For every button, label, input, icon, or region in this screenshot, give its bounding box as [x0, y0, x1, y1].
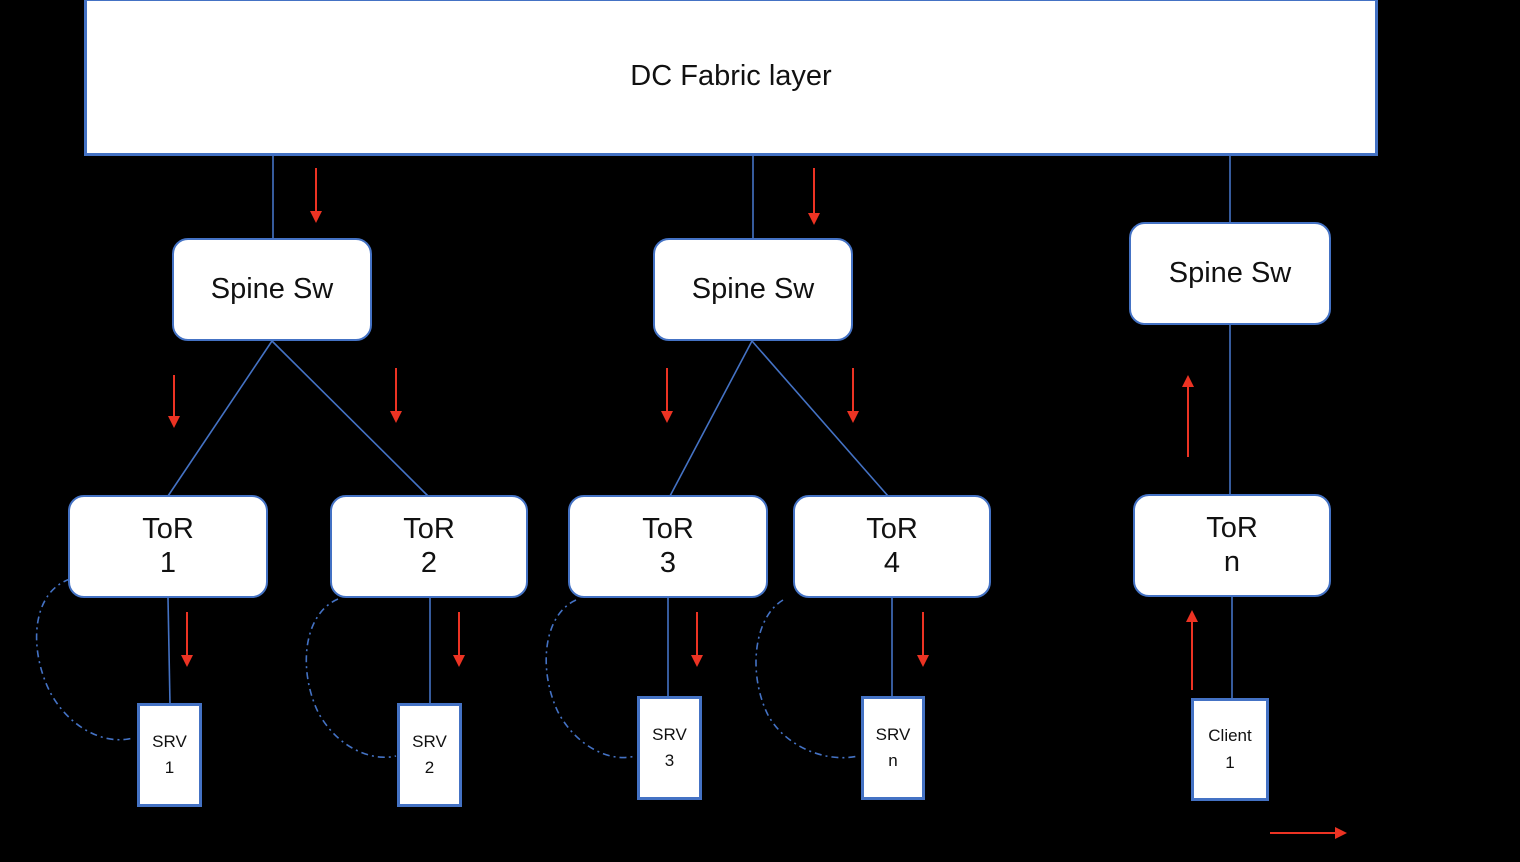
server-1-id: 1 — [164, 758, 175, 777]
dc-fabric-layer-label: DC Fabric layer — [630, 60, 832, 93]
spine-switch-1-label: Spine Sw — [210, 272, 334, 305]
server-3-id: 3 — [664, 751, 675, 770]
client-1-name: Client — [1208, 726, 1252, 746]
loopback-arc-tor3-srv3 — [545, 599, 636, 759]
server-n-name: SRV — [875, 724, 911, 744]
tor-switch-3: ToR 3 — [568, 495, 768, 598]
tor-switch-n-id: n — [1223, 545, 1241, 578]
tor-switch-1-name: ToR — [142, 513, 194, 546]
tor-switch-2: ToR 2 — [330, 495, 528, 598]
tor-switch-3-name: ToR — [642, 513, 694, 546]
spine-switch-3: Spine Sw — [1129, 222, 1331, 325]
link-tor1-srv1 — [167, 597, 171, 705]
server-1-name: SRV — [152, 731, 187, 751]
link-spine2-tor4 — [751, 340, 889, 497]
tor-switch-4: ToR 4 — [793, 495, 991, 598]
spine-switch-1: Spine Sw — [172, 238, 372, 341]
server-1: SRV 1 — [137, 703, 202, 807]
loopback-arc-tor1-srv1 — [35, 578, 134, 741]
server-2: SRV 2 — [397, 703, 462, 807]
server-2-id: 2 — [424, 758, 435, 777]
link-spine1-tor1 — [167, 340, 273, 497]
server-n: SRV n — [861, 696, 925, 800]
link-spine1-tor2 — [271, 340, 429, 497]
tor-switch-2-id: 2 — [420, 546, 438, 579]
tor-switch-2-name: ToR — [403, 513, 455, 546]
tor-switch-n-name: ToR — [1206, 512, 1258, 545]
link-spine2-tor3 — [669, 340, 753, 497]
server-n-id: n — [888, 751, 898, 770]
client-1: Client 1 — [1191, 698, 1269, 801]
server-3: SRV 3 — [637, 696, 702, 800]
spine-switch-2: Spine Sw — [653, 238, 853, 341]
tor-switch-3-id: 3 — [659, 546, 677, 579]
spine-switch-3-label: Spine Sw — [1168, 256, 1292, 289]
spine-switch-2-label: Spine Sw — [691, 272, 815, 305]
server-2-name: SRV — [412, 731, 447, 751]
loopback-arc-tor2-srv2 — [305, 598, 397, 758]
server-3-name: SRV — [652, 724, 687, 744]
tor-switch-4-name: ToR — [866, 513, 918, 546]
tor-switch-1-id: 1 — [159, 546, 177, 579]
tor-switch-4-id: 4 — [883, 546, 901, 579]
client-1-id: 1 — [1225, 752, 1235, 772]
tor-switch-1: ToR 1 — [68, 495, 268, 598]
dc-fabric-layer-box: DC Fabric layer — [84, 0, 1378, 156]
loopback-arc-tor4-srvn — [755, 599, 859, 759]
tor-switch-n: ToR n — [1133, 494, 1331, 597]
